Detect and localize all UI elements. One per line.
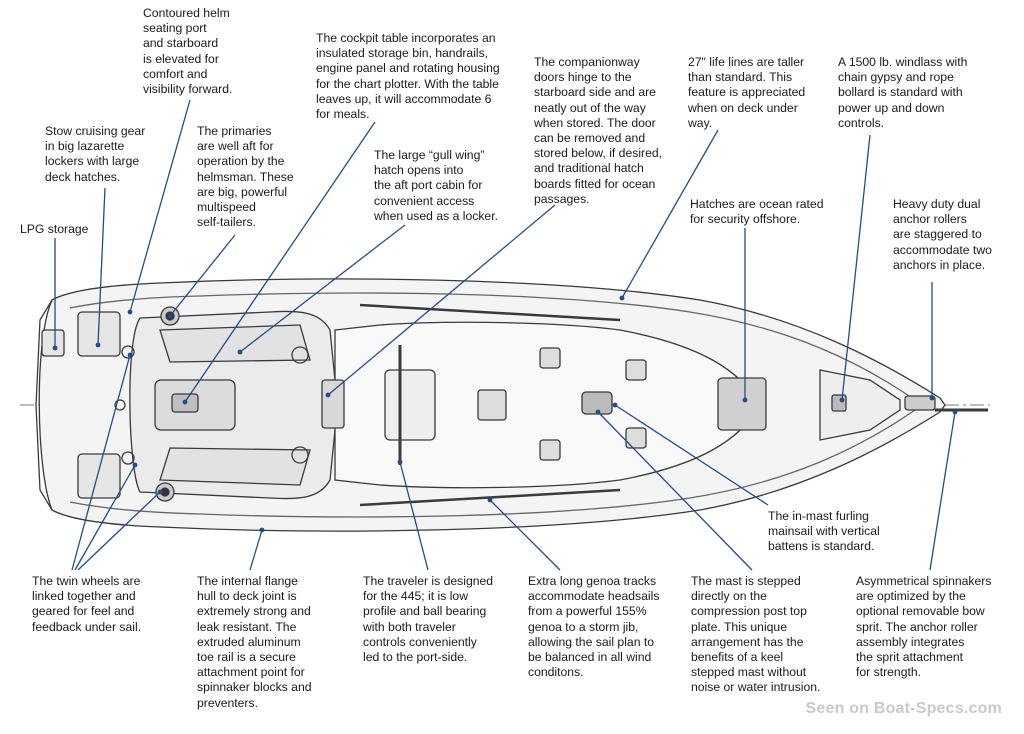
leader-cockpit-table bbox=[184, 121, 376, 403]
vent-port bbox=[291, 346, 309, 364]
dot-windlass bbox=[839, 397, 845, 403]
forward-hatch bbox=[717, 377, 767, 431]
label-cockpit-table: The cockpit table incorporates an insula… bbox=[316, 31, 500, 122]
transom bbox=[35, 299, 53, 511]
label-in-mast: The in-mast furling mainsail with vertic… bbox=[768, 509, 880, 554]
dot-lpg bbox=[52, 345, 58, 351]
leader-twin-wheels-b bbox=[74, 464, 136, 571]
watermark: Seen on Boat-Specs.com bbox=[805, 700, 1002, 717]
dot-wheels-b bbox=[132, 462, 138, 468]
leader-twin-wheels-a bbox=[71, 354, 131, 571]
leader-companionway bbox=[327, 204, 556, 396]
deck-hatch-1 bbox=[477, 389, 507, 421]
label-gull-wing: The large “gull wing” hatch opens into t… bbox=[374, 148, 498, 223]
wheel-port bbox=[121, 345, 135, 359]
dot-mast bbox=[595, 409, 601, 415]
label-flange: The internal flange hull to deck joint i… bbox=[197, 574, 312, 710]
leader-lines bbox=[54, 99, 956, 571]
cockpit-seat-port bbox=[159, 324, 311, 363]
dot-hatches bbox=[742, 397, 748, 403]
dot-life-lines bbox=[619, 295, 625, 301]
label-spinnakers: Asymmetrical spinnakers are optimized by… bbox=[856, 574, 992, 680]
dot-cockpit-table bbox=[182, 399, 188, 405]
deck-hatch-4 bbox=[625, 359, 647, 381]
leader-traveler bbox=[399, 461, 429, 571]
leader-life-lines bbox=[621, 129, 719, 299]
dot-wheels-a bbox=[127, 352, 133, 358]
dot-spinnakers bbox=[952, 409, 958, 415]
leader-in-mast bbox=[614, 404, 769, 506]
label-anchor-rollers: Heavy duty dual anchor rollers are stagg… bbox=[893, 197, 992, 272]
bow-roller bbox=[904, 395, 936, 411]
label-stow-gear: Stow cruising gear in big lazarette lock… bbox=[45, 124, 146, 184]
leader-helm bbox=[129, 99, 191, 313]
dot-companionway bbox=[325, 392, 331, 398]
sliding-hatch bbox=[384, 369, 436, 441]
label-life-lines: 27" life lines are taller than standard.… bbox=[688, 55, 806, 130]
label-primaries: The primaries are well aft for operation… bbox=[197, 124, 294, 230]
label-twin-wheels: The twin wheels are linked together and … bbox=[32, 574, 142, 634]
deck-hatch-2 bbox=[539, 347, 561, 369]
deck-inner-line bbox=[69, 292, 916, 518]
label-helm-seating: Contoured helm seating port and starboar… bbox=[143, 6, 233, 97]
dot-wheels-c bbox=[157, 489, 163, 495]
wheel-hub bbox=[114, 399, 126, 411]
leader-genoa bbox=[489, 499, 561, 571]
dot-anchor-rollers bbox=[929, 395, 935, 401]
anchor-locker bbox=[819, 369, 901, 441]
windlass bbox=[831, 394, 847, 412]
dot-in-mast bbox=[612, 402, 618, 408]
wheel-starboard bbox=[121, 451, 135, 465]
leader-flange bbox=[249, 529, 263, 571]
dot-helm bbox=[127, 309, 133, 315]
dot-gull-wing bbox=[237, 349, 243, 355]
label-traveler: The traveler is designed for the 445; it… bbox=[363, 574, 494, 665]
leader-spinnakers bbox=[929, 411, 956, 571]
dot-primaries bbox=[167, 313, 173, 319]
leader-endpoints bbox=[52, 295, 958, 533]
genoa-track-port bbox=[359, 303, 621, 322]
label-lpg: LPG storage bbox=[20, 222, 89, 236]
cockpit-seat-starboard bbox=[159, 447, 311, 486]
dot-traveler bbox=[397, 459, 403, 465]
leader-mast bbox=[597, 411, 753, 571]
label-windlass: A 1500 lb. windlass with chain gypsy and… bbox=[838, 55, 968, 130]
companionway bbox=[321, 379, 345, 429]
dot-stow-gear bbox=[95, 342, 101, 348]
leader-primaries bbox=[169, 234, 236, 317]
vent-starboard bbox=[291, 446, 309, 464]
lpg-locker bbox=[41, 329, 65, 357]
leader-stow-gear bbox=[97, 187, 106, 346]
leader-twin-wheels-c bbox=[77, 491, 161, 571]
lazarette-hatch-starboard bbox=[77, 453, 121, 499]
label-companionway: The companionway doors hinge to the star… bbox=[534, 55, 663, 206]
dot-genoa bbox=[487, 497, 493, 503]
label-hatches: Hatches are ocean rated for security off… bbox=[690, 197, 824, 227]
boat-deck-plan bbox=[20, 278, 990, 532]
deck-hatch-5 bbox=[625, 427, 647, 449]
leader-gull-wing bbox=[239, 224, 406, 353]
label-mast: The mast is stepped directly on the comp… bbox=[691, 574, 821, 695]
label-genoa: Extra long genoa tracks accommodate head… bbox=[528, 574, 660, 680]
leader-windlass bbox=[841, 134, 871, 401]
dot-flange bbox=[259, 527, 265, 533]
deck-hatch-3 bbox=[539, 439, 561, 461]
genoa-track-starboard bbox=[359, 488, 621, 507]
